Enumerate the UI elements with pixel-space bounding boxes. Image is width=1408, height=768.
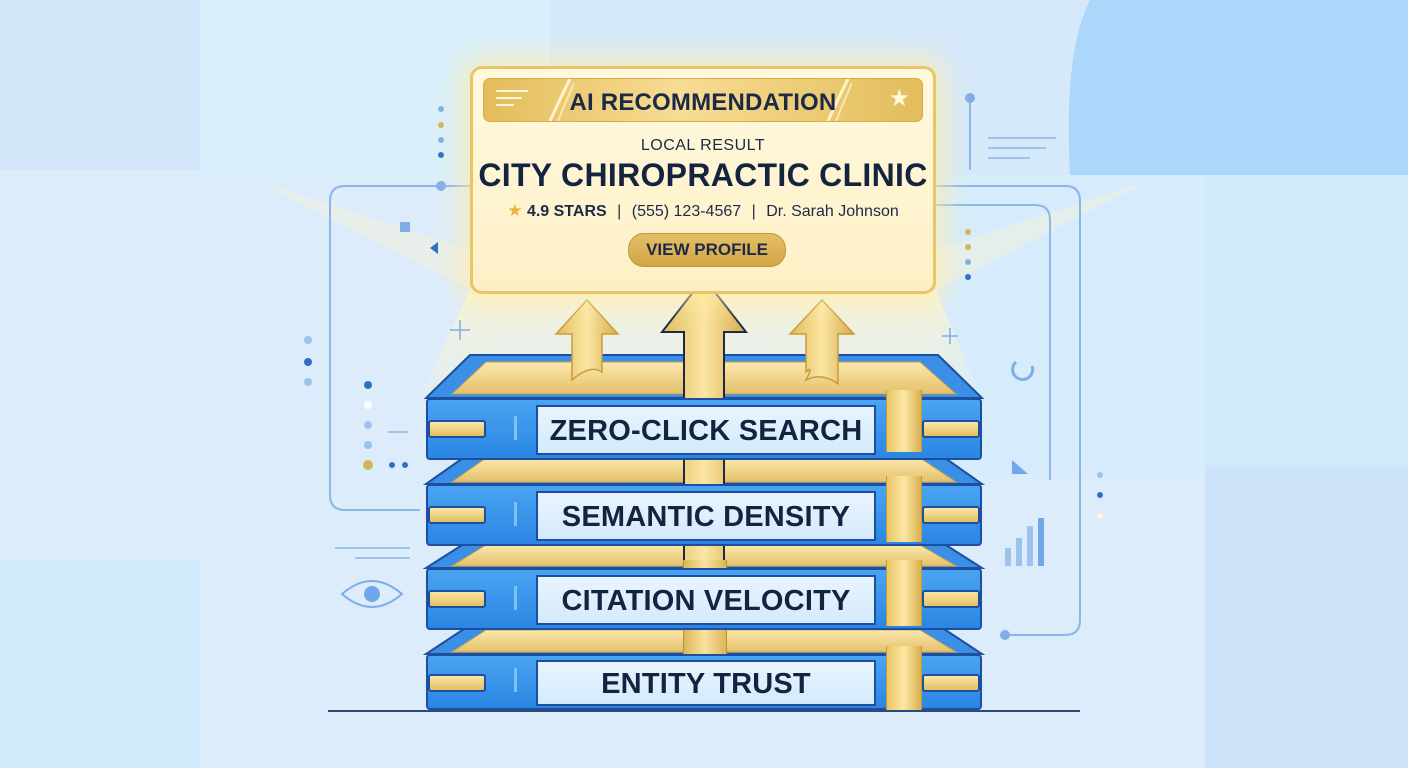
layer-tick	[514, 502, 517, 526]
layer-label-box: SEMANTIC DENSITY	[536, 491, 876, 541]
swoosh-decoration	[548, 79, 574, 121]
card-header-title: AI RECOMMENDATION	[569, 89, 837, 116]
layer-tick	[514, 416, 517, 440]
layer-slot-left	[428, 506, 486, 524]
card-header: AI RECOMMENDATION ★	[483, 78, 923, 122]
layer-slot-right	[922, 590, 980, 608]
rating-text: 4.9 STARS	[526, 203, 607, 220]
layer-label: SEMANTIC DENSITY	[561, 501, 851, 533]
layer-slot-right	[922, 674, 980, 692]
business-info-row: ★ 4.9 STARS | (555) 123-4567 | Dr. Sarah…	[473, 201, 933, 221]
layer-slot-left	[428, 590, 486, 608]
phone-number: (555) 123-4567	[631, 203, 742, 220]
layer-slot-left	[428, 420, 486, 438]
layer-slot-right	[922, 506, 980, 524]
view-profile-button[interactable]: VIEW PROFILE	[628, 233, 786, 267]
layer-label-box: ZERO-CLICK SEARCH	[536, 405, 876, 455]
layer-tick	[514, 586, 517, 610]
separator: |	[751, 203, 756, 220]
gold-ribbon	[886, 476, 922, 542]
layer-label: ZERO-CLICK SEARCH	[549, 415, 863, 447]
stack-layer-zero-click-search: ZERO-CLICK SEARCH	[426, 398, 982, 460]
star-icon: ★	[888, 85, 910, 112]
layer-label: CITATION VELOCITY	[561, 585, 851, 617]
doctor-name: Dr. Sarah Johnson	[766, 203, 899, 220]
layer-tick	[514, 668, 517, 692]
rating-star-icon: ★	[507, 201, 523, 220]
layer-label-box: CITATION VELOCITY	[536, 575, 876, 625]
menu-lines-icon	[496, 90, 528, 110]
layer-slot-left	[428, 674, 486, 692]
swoosh-decoration	[826, 79, 852, 121]
layer-slot-right	[922, 420, 980, 438]
local-result-label: LOCAL RESULT	[640, 137, 766, 154]
ai-recommendation-card: AI RECOMMENDATION ★ LOCAL RESULT CITY CH…	[470, 66, 936, 294]
layer-label: ENTITY TRUST	[601, 668, 811, 700]
layer-label-box: ENTITY TRUST	[536, 660, 876, 706]
gold-ribbon	[886, 646, 922, 710]
business-name: CITY CHIROPRACTIC CLINIC	[478, 157, 928, 193]
gold-ribbon	[886, 390, 922, 452]
separator: |	[617, 203, 622, 220]
gold-ribbon	[886, 560, 922, 626]
